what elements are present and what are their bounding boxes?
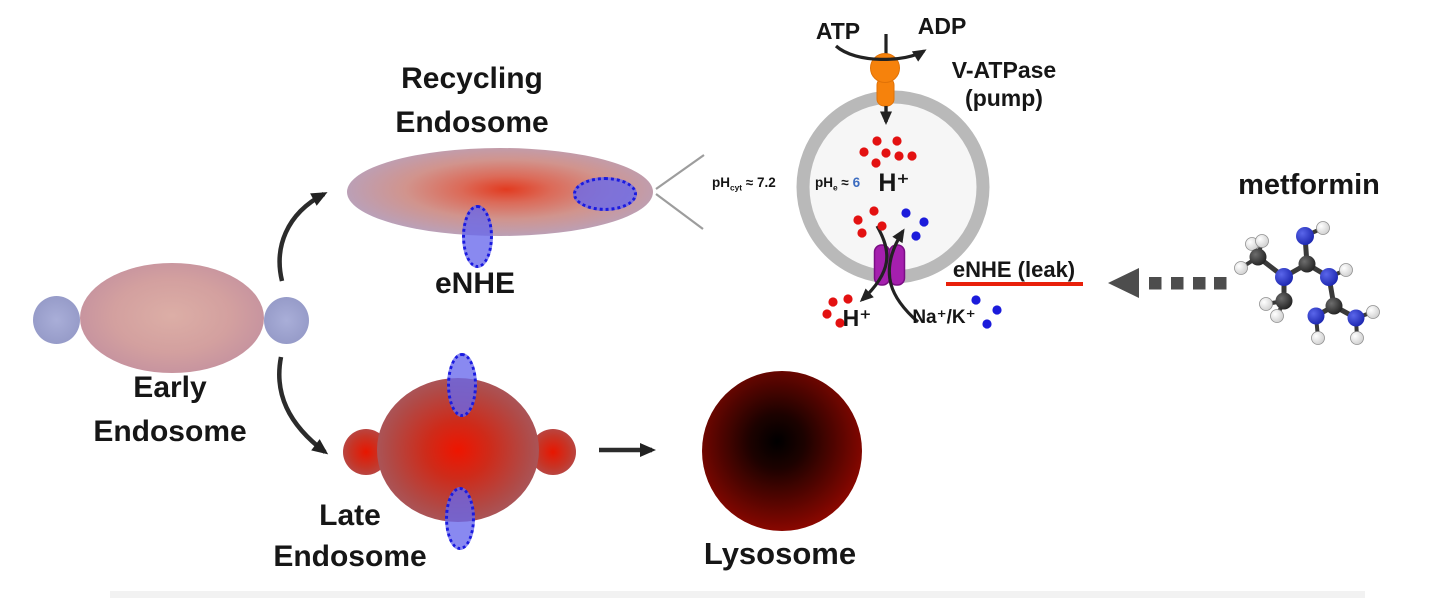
figure-bottom-border [110,591,1365,598]
early-label-line2: Endosome [93,415,247,448]
early-to-recycling-arrow [277,192,328,282]
v-atpase-label: V-ATPase (pump) [952,56,1056,112]
v-atpase-label-line2: (pump) [965,85,1043,111]
enhe-pore-late-bottom [445,487,475,550]
enhe-pore-recycling-right [573,177,637,211]
nitrogen-atoms [1275,227,1365,327]
adp-label: ADP [917,13,967,39]
na-k-label: Na⁺/K⁺ [912,307,976,328]
v-atpase-pump-icon [834,34,927,125]
recycling-label-line2: Endosome [395,106,549,139]
proton-dots-cytosol [822,294,853,328]
cation-dots-cytosol [971,295,1002,329]
early-to-late-arrow [277,356,329,455]
ph-cytosol-base: pH [712,175,730,190]
early-endosome-left-vesicle [33,296,80,344]
early-endosome-body [80,263,264,373]
ph-endosome-approx: ≈ [837,175,853,190]
h-efflux-arrow [859,225,889,303]
enhe-pore-recycling-bottom [462,205,493,268]
atp-label: ATP [815,18,861,44]
ph-cytosol-label: pHcyt ≈ 7.2 [712,175,776,193]
ph-endosome-label: pHe ≈ 6 [815,175,860,193]
recycling-endosome-label: Recycling Endosome [395,57,548,145]
enhe-pore-late-top [447,353,477,417]
late-label-line1: Late [319,499,381,532]
lysosome-body [702,371,862,531]
ph-cytosol-sub: cyt [730,182,743,193]
hydrogen-atoms [1234,221,1380,345]
enhe-leak-label: eNHE (leak) [952,257,1076,282]
metformin-molecule [1234,221,1380,345]
late-endosome-label: Late Endosome [273,495,426,577]
ph-cytosol-value: ≈ 7.2 [742,175,776,190]
maturation-arrows [277,192,656,457]
proton-dots-lumen [853,136,917,238]
late-label-line2: Endosome [273,540,427,573]
h-plus-lumen-label: H⁺ [878,169,910,197]
enhe-label: eNHE [434,267,516,300]
na-k-influx-arrow [887,228,920,324]
carbon-atoms [1249,248,1343,315]
metformin-label: metformin [1238,169,1380,201]
enhe-leak-underline [946,282,1083,286]
v-atpase-label-line1: V-ATPase [951,57,1057,83]
metformin-inhibition-arrow [1108,268,1227,298]
lysosome-label: Lysosome [703,536,857,571]
early-label-line1: Early [133,371,207,404]
early-endosome-right-vesicle [264,297,309,344]
ph-endosome-value: 6 [852,175,861,190]
h-plus-cytosol-label: H⁺ [842,305,872,331]
recycling-label-line1: Recycling [401,62,543,95]
zoom-callout-lines [655,154,705,230]
ion-exchange-arrows [859,225,920,324]
ph-endosome-base: pH [815,175,833,190]
early-endosome-label: Early Endosome [93,366,246,454]
ph-endosome-sub: e [833,182,838,193]
cation-dots-lumen [901,208,929,241]
